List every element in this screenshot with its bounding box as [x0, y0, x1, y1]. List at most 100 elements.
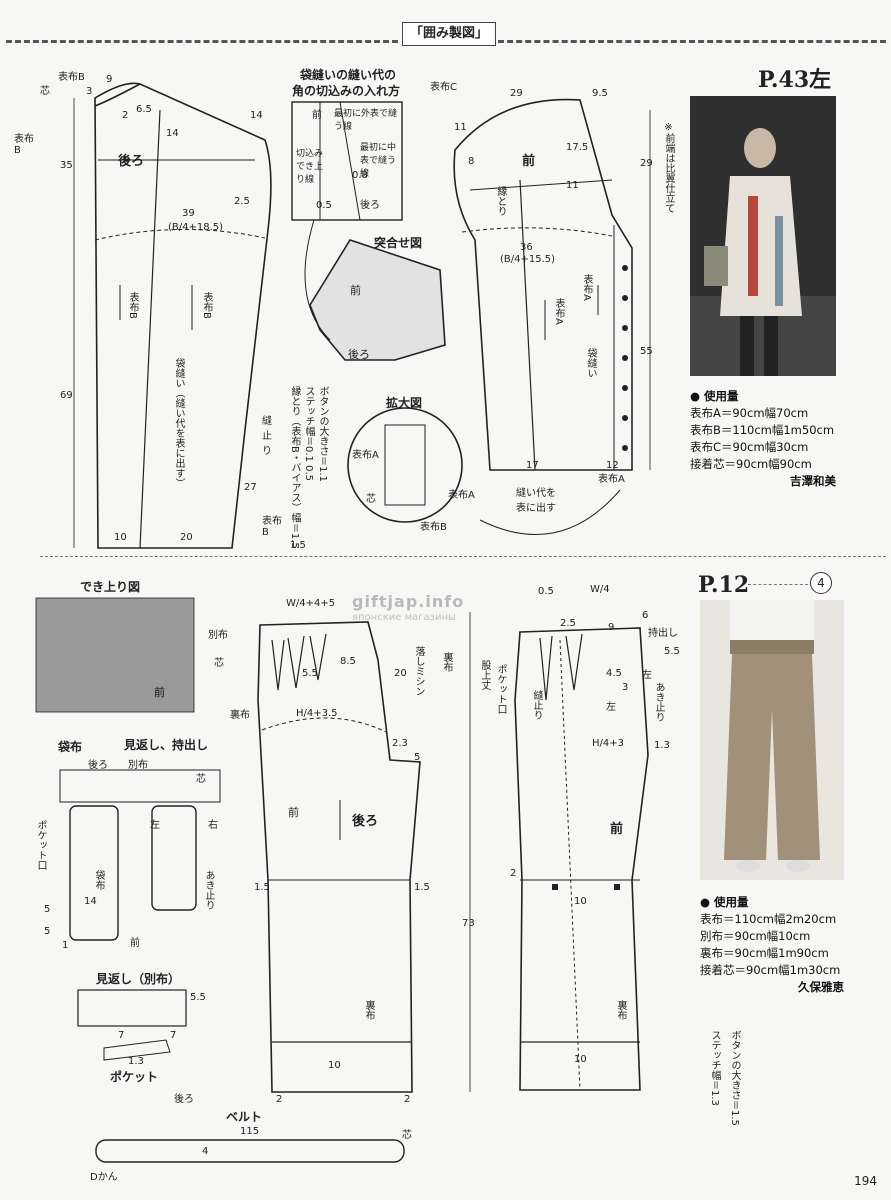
dim-11b: 11 — [566, 180, 579, 191]
dim-14: 14 — [166, 128, 179, 139]
belt-title: ベルト — [226, 1110, 263, 1124]
label-ura: 裏布 — [230, 710, 250, 721]
label-fukuro-nuno: 袋布 — [93, 870, 104, 890]
belt-strip — [95, 1139, 405, 1163]
dim-5-5b: 5.5 — [302, 668, 318, 679]
finished-view — [35, 597, 195, 713]
p12-leader — [748, 584, 808, 585]
dim-5: 5 — [414, 752, 421, 763]
seam-detail-box — [291, 101, 403, 221]
dim-10b: 10 — [328, 1060, 341, 1071]
pocket-title: ポケット — [110, 1070, 159, 1084]
dim-3b: 3 — [622, 682, 629, 693]
top-note-button: ボタンの大きさ＝1.1 — [317, 386, 328, 482]
label-shin-belt: 芯 — [402, 1130, 412, 1141]
back-trouser-label: 後ろ — [352, 814, 379, 829]
dim-7b: 7 — [170, 1030, 177, 1041]
label-pocket-mouth-front: ポケット口 — [495, 664, 506, 714]
header-dash-left — [6, 40, 398, 43]
label-hidari-front-2: 左 — [642, 670, 652, 681]
dim-10: 10 — [114, 532, 127, 543]
label-mochidashi: 持出し — [648, 628, 678, 639]
assembly-title: 突合せ図 — [374, 236, 423, 250]
usage-top-heading: ● 使用量 — [690, 389, 739, 403]
dim-10c: 10 — [574, 896, 587, 907]
dim-5-5c: 5.5 — [190, 992, 206, 1003]
dim-8-5: 8.5 — [340, 656, 356, 667]
label-omote-b-side: 表布B — [14, 134, 34, 156]
dim-9: 9 — [106, 74, 113, 85]
bag-title: 袋布 — [58, 740, 83, 754]
back-hip-line — [261, 717, 387, 733]
usage-top: ● 使用量 表布A＝90cm幅70cm 表布B＝110cm幅1m50cm 表布C… — [690, 388, 836, 490]
dim-0-5: 0.5 — [538, 586, 554, 597]
back-dart-1 — [271, 639, 285, 691]
seam-v05: 0.5 — [316, 200, 332, 211]
dim-7: 7 — [118, 1030, 125, 1041]
dim-2-5b: 2.5 — [560, 618, 576, 629]
dim-29: 29 — [510, 88, 523, 99]
back-grain-label-2: 表布B — [201, 292, 212, 319]
enlarge-omote-b: 表布B — [420, 522, 447, 533]
seam-title-line2: 角の切込みの入れ方 — [292, 84, 401, 98]
enlarge-shin: 芯 — [366, 494, 376, 505]
label-back-small: 後ろ — [88, 760, 108, 771]
usage-top-author: 吉澤和美 — [790, 474, 836, 488]
front-bust-line — [461, 227, 613, 237]
dim-2b: 2 — [276, 1094, 283, 1105]
dim-39: 39 — [182, 208, 195, 219]
back-bust-line — [94, 229, 266, 241]
enlarge-omote-a2: 表布A — [448, 490, 475, 501]
bottom-note-stitch: ステッチ幅＝1.3 — [709, 1030, 720, 1106]
front-trouser-outline — [514, 627, 649, 1091]
front-piece-outline — [453, 98, 633, 471]
label-pocket-mouth: ポケット口 — [35, 820, 46, 870]
usage-top-line: 表布B＝110cm幅1m50cm — [690, 423, 835, 437]
pattern-number: 4 — [810, 572, 832, 594]
label-shin-2: 芯 — [214, 658, 224, 669]
seam-v08: 0.8 — [352, 170, 368, 181]
dim-2-5: 2.5 — [234, 196, 250, 207]
usage-top-line: 表布A＝90cm幅70cm — [690, 406, 809, 420]
dim-55: 55 — [640, 346, 653, 357]
dim-9-5: 9.5 — [592, 88, 608, 99]
section-divider — [40, 556, 886, 557]
dim-35: 35 — [60, 160, 73, 171]
dim-bformula-front: (B/4+15.5) — [500, 254, 556, 265]
dim-2c: 2 — [404, 1094, 411, 1105]
front-pleat-2 — [565, 633, 583, 691]
mochidashi-piece — [151, 805, 197, 911]
front-trouser-ura-label: 裏布 — [615, 1000, 626, 1020]
watermark-main: giftjap.info — [352, 592, 465, 611]
dim-36: 36 — [520, 242, 533, 253]
dim-1: 1 — [62, 940, 69, 951]
dim-3: 3 — [86, 86, 93, 97]
dim-h-formula: H/4+3.5 — [296, 708, 338, 719]
label-omote-a-side: 表布A — [598, 474, 625, 485]
dim-8: 8 — [468, 156, 475, 167]
facing-other-title: 見返し（別布） — [96, 972, 181, 986]
back-armhole — [94, 83, 141, 107]
front-fukuro-label: 袋縫い — [585, 348, 596, 378]
model-photo-top — [690, 96, 836, 376]
back-trouser-ura-label: 裏布 — [363, 1000, 374, 1020]
facing-other — [77, 989, 187, 1027]
dim-bformula-back: (B/4+18.5) — [168, 222, 224, 233]
label-nuidomari-front: 縫止り — [531, 690, 542, 720]
label-front-small: 前 — [130, 938, 140, 949]
dim-2: 2 — [122, 110, 129, 121]
label-nuidomari: 縫止り — [262, 416, 272, 457]
model-photo-bottom — [700, 600, 844, 880]
dim-5c: 5 — [44, 926, 51, 937]
bottom-note-button: ボタンの大きさ＝1.5 — [729, 1030, 740, 1126]
header-dash-right — [498, 40, 886, 43]
label-matagami: 股上丈 — [479, 660, 490, 690]
back-trouser-outline — [257, 621, 421, 1093]
label-ura-top: 裏布 — [441, 652, 452, 672]
usage-bottom-line: 別布＝90cm幅10cm — [700, 929, 811, 943]
dim-20b: 20 — [394, 668, 407, 679]
top-note-binding: 縁とり（表布B・バイアス）幅＝1.5 — [289, 386, 300, 549]
dim-2-3: 2.3 — [392, 738, 408, 749]
back-center-line — [139, 109, 161, 549]
dim-10d: 10 — [574, 1054, 587, 1065]
